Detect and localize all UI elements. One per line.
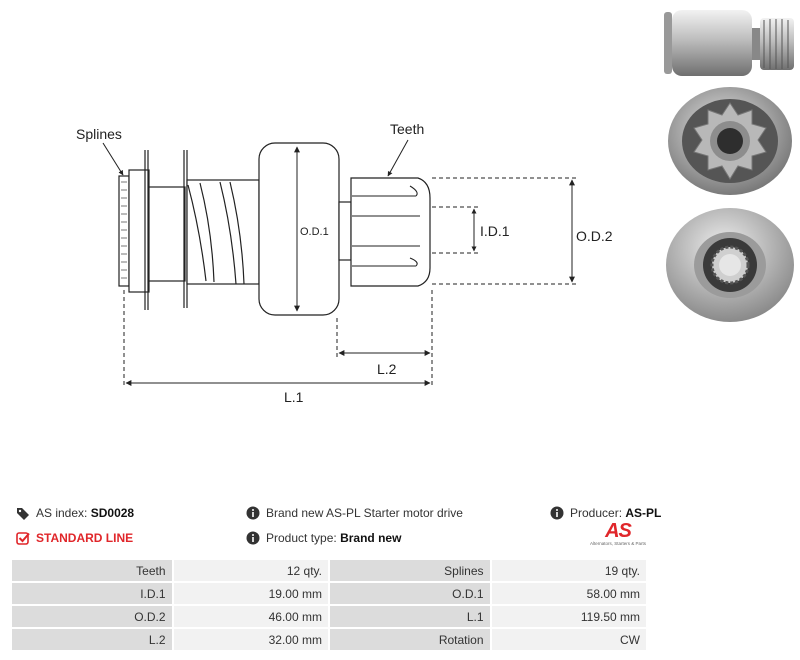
standard-line: STANDARD LINE (16, 531, 133, 545)
table-row: O.D.2 46.00 mm L.1 119.50 mm (10, 604, 649, 629)
label-od1: O.D.1 (300, 226, 329, 238)
label-l2: L.2 (377, 361, 397, 377)
spec-key: Rotation (327, 627, 492, 652)
spec-key: O.D.1 (327, 581, 492, 606)
label-id1: I.D.1 (480, 223, 510, 239)
standard-line-label: STANDARD LINE (36, 531, 134, 545)
spec-value: 46.00 mm (171, 604, 330, 629)
spec-key: I.D.1 (10, 581, 174, 606)
table-row: Teeth 12 qty. Splines 19 qty. (10, 558, 649, 583)
spec-value: 12 qty. (171, 558, 330, 583)
spline-plate (118, 175, 130, 287)
technical-drawing: Splines Teeth O.D.1 I.D.1 O.D.2 L.2 L.1 (76, 121, 613, 405)
producer-value: AS-PL (625, 506, 662, 520)
spec-value: 32.00 mm (171, 627, 330, 652)
label-l1: L.1 (284, 389, 304, 405)
product-photo-spline-end (666, 208, 794, 322)
description-text: Brand new AS-PL Starter motor drive (266, 506, 463, 520)
label-od2: O.D.2 (576, 228, 613, 244)
spec-key: Splines (327, 558, 492, 583)
spec-value: 19 qty. (489, 558, 649, 583)
product-photo-side (664, 10, 794, 76)
label-splines: Splines (76, 126, 122, 142)
specs-table: Teeth 12 qty. Splines 19 qty. I.D.1 19.0… (10, 558, 649, 652)
label-teeth: Teeth (390, 121, 424, 137)
info-icon (550, 506, 564, 520)
pinion (350, 177, 431, 287)
product-type: Product type: Brand new (246, 531, 401, 545)
spec-key: L.2 (10, 627, 174, 652)
as-index: AS index: SD0028 (16, 506, 134, 520)
producer-label: Producer: (570, 506, 623, 520)
product-type-value: Brand new (340, 531, 402, 545)
as-index-value: SD0028 (90, 506, 135, 520)
spec-value: 119.50 mm (489, 604, 649, 629)
description: Brand new AS-PL Starter motor drive (246, 506, 463, 520)
table-row: I.D.1 19.00 mm O.D.1 58.00 mm (10, 581, 649, 606)
spec-key: O.D.2 (10, 604, 174, 629)
product-type-label: Product type: (266, 531, 337, 545)
spec-key: Teeth (10, 558, 174, 583)
as-pl-logo: AS Alternators, Starters & Parts (586, 521, 650, 551)
info-icon (246, 531, 260, 545)
spec-value: 58.00 mm (489, 581, 649, 606)
spring-coils (187, 181, 245, 285)
logo-mark: AS (605, 520, 632, 542)
checkbox-check-icon (16, 532, 30, 545)
product-photo-pinion-end (668, 87, 792, 195)
tag-icon (17, 508, 29, 520)
spec-value: 19.00 mm (171, 581, 330, 606)
spec-value: CW (489, 627, 649, 652)
logo-tagline: Alternators, Starters & Parts (589, 541, 647, 546)
producer: Producer: AS-PL (550, 506, 661, 520)
as-index-label: AS index: (36, 506, 88, 520)
info-icon (246, 506, 260, 520)
table-row: L.2 32.00 mm Rotation CW (10, 627, 649, 652)
spec-key: L.1 (327, 604, 492, 629)
